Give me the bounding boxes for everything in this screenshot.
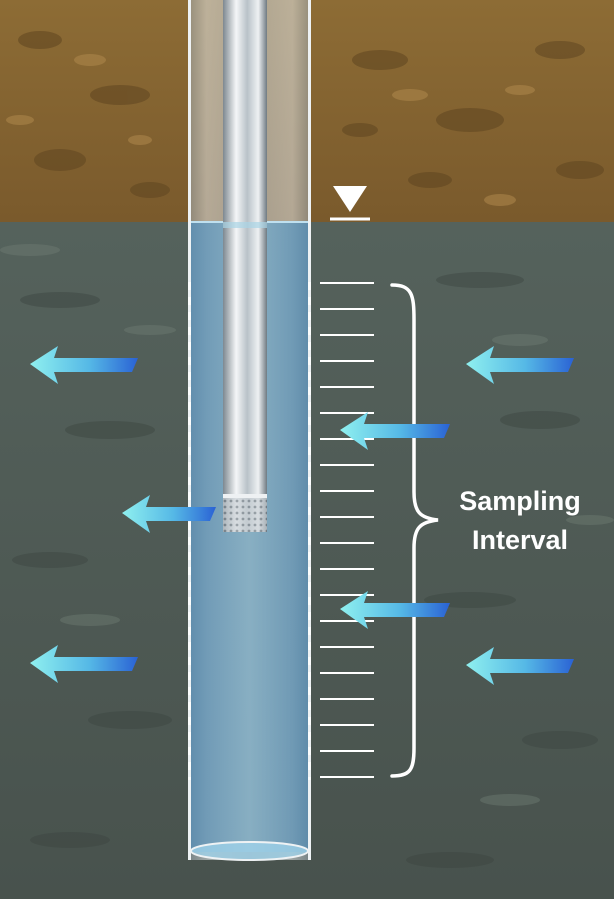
arrow-left-icon [466,647,574,685]
sampling-interval-brace [390,283,439,778]
soil-highlights [6,54,535,206]
sampling-interval-label-line2: Interval [472,525,568,555]
soil-texture [18,31,604,198]
pump-tube [223,0,267,494]
depth-ticks [320,282,374,778]
sampling-interval-label-line1: Sampling [459,486,581,516]
inverted-triangle-icon [330,186,370,221]
arrow-left-icon [340,412,450,450]
aquifer-texture [12,272,598,868]
arrow-left-icon [340,591,450,629]
arrow-left-icon [466,346,574,384]
arrow-left-icon [30,645,138,683]
sampling-pump [223,0,267,532]
aquifer-highlights [0,244,614,806]
arrow-left-icon [30,346,138,384]
arrow-left-icon [122,495,216,533]
